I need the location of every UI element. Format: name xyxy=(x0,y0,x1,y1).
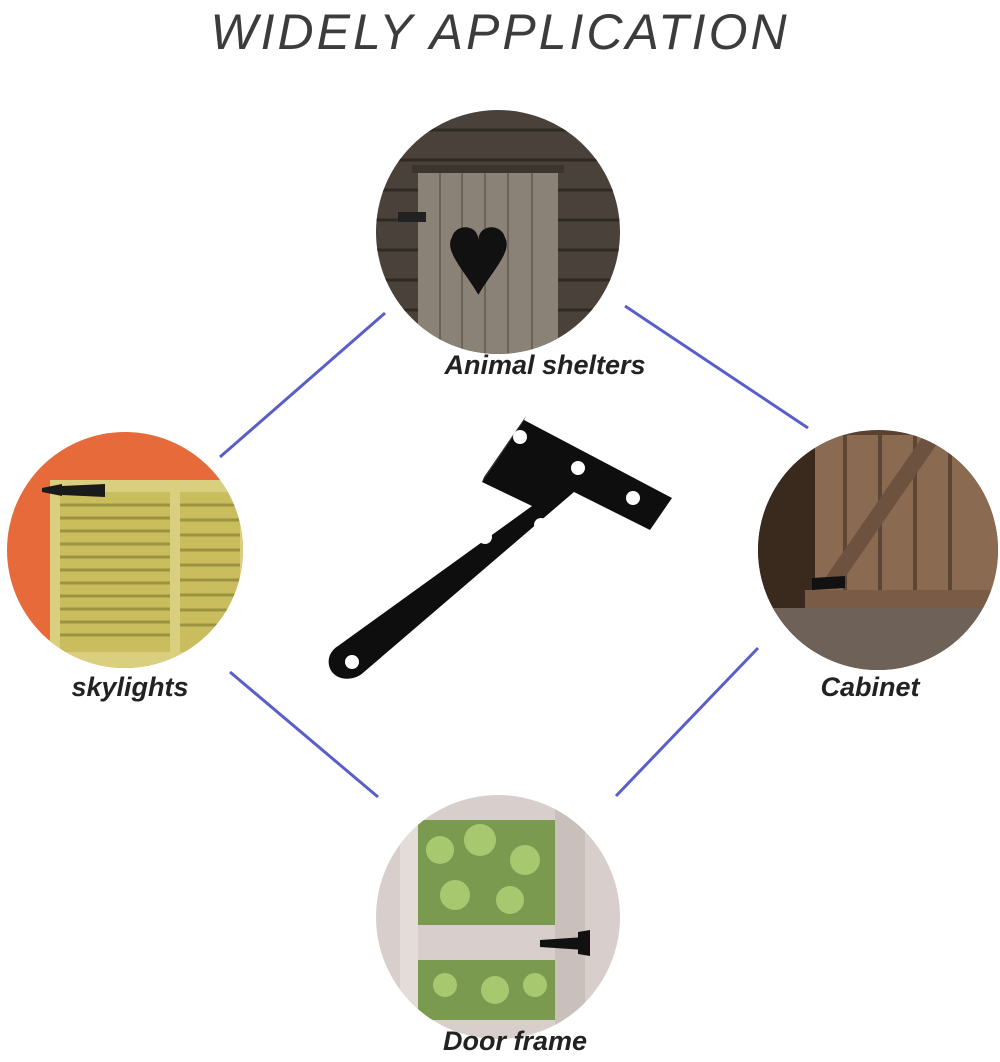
label-door-frame: Door frame xyxy=(442,1026,588,1056)
door-frame-image xyxy=(376,795,620,1039)
heart-icon xyxy=(450,227,507,295)
connector-right-bottom xyxy=(614,646,760,798)
t-hinge-icon xyxy=(328,416,672,679)
connector-left-bottom xyxy=(229,670,379,799)
connector-top-left xyxy=(219,311,386,459)
hinge-icon xyxy=(42,484,105,497)
label-skylights: skylights xyxy=(71,672,189,702)
label-animal-shelters: Animal shelters xyxy=(444,350,646,380)
label-cabinet: Cabinet xyxy=(820,672,920,702)
animal-shelters-image xyxy=(376,110,620,354)
hinge-icon xyxy=(540,930,590,956)
skylights-image xyxy=(7,432,243,668)
page-title: WIDELY APPLICATION xyxy=(210,4,790,60)
connector-lines xyxy=(219,304,809,799)
connector-top-right xyxy=(624,304,809,430)
hinge-icon xyxy=(812,576,845,590)
cabinet-image xyxy=(758,430,998,670)
